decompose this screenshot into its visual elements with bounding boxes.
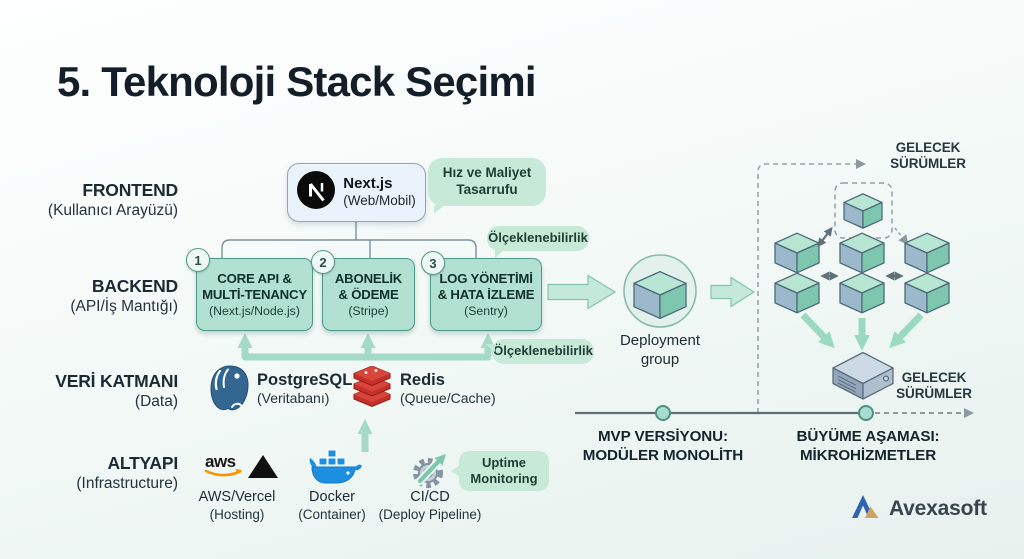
aws-vercel-icon: aws (203, 450, 281, 487)
frontend-node-nextjs: Next.js (Web/Mobil) (287, 163, 426, 222)
layer-label-backend: BACKEND (API/İş Mantığı) (70, 276, 178, 315)
cluster-to-server-arrows (800, 312, 924, 351)
frontend-node-title: Next.js (343, 175, 393, 193)
timeline (575, 405, 974, 421)
layer-label-frontend: FRONTEND (Kullanıcı Arayüzü) (47, 180, 178, 219)
future-releases-label-top: GELECEK SÜRÜMLER (890, 140, 966, 172)
timeline-label-growth: BÜYÜME AŞAMASI: MİKROHİZMETLER (796, 428, 940, 465)
future-server-box (832, 351, 894, 400)
frontend-backend-connector (221, 220, 477, 258)
cicd-gear-icon (408, 446, 456, 499)
timeline-label-mvp: MVP VERSİYONU: MODÜLER MONOLİTH (582, 428, 744, 465)
deployment-to-cluster-arrow (710, 276, 756, 308)
avexasoft-mark-icon (850, 492, 882, 525)
microservices-cluster (775, 194, 949, 313)
nextjs-logo-icon (297, 171, 336, 214)
brand-name: Avexasoft (889, 496, 987, 520)
aws-logo-text: aws (205, 452, 236, 471)
infra-node-cicd: CI/CD (Deploy Pipeline) (378, 489, 482, 522)
layer-label-infra: ALTYAPI (Infrastructure) (76, 453, 178, 492)
cluster-link-arrows (817, 226, 904, 281)
backend-node-core-api: CORE API & MULTİ-TENANCY (Next.js/Node.j… (196, 258, 313, 331)
layer-label-data: VERİ KATMANI (Data) (55, 371, 178, 410)
backend-node-2-number: 2 (311, 250, 335, 274)
vercel-triangle-icon (248, 455, 278, 478)
backend-node-billing: ABONELİK & ÖDEME (Stripe) (322, 258, 415, 331)
brand-logo: Avexasoft (850, 492, 987, 525)
future-releases-label-bottom: GELECEK SÜRÜMLER (896, 370, 972, 402)
infra-node-docker: Docker (Container) (298, 489, 366, 522)
postgresql-elephant-icon (208, 364, 252, 417)
future-service-cube (844, 194, 882, 228)
frontend-node-subtitle: (Web/Mobil) (343, 193, 416, 209)
backend-node-3-number: 3 (421, 251, 445, 275)
data-node-redis: Redis (Queue/Cache) (400, 371, 496, 407)
timeline-node-mvp (655, 405, 671, 421)
backend-node-logging: LOG YÖNETİMİ & HATA İZLEME (Sentry) (430, 258, 542, 331)
callout-cost-saving: Hız ve Maliyet Tasarrufu (428, 158, 546, 214)
future-dashed-guides (757, 159, 909, 413)
timeline-node-growth (858, 405, 874, 421)
redis-stack-icon (352, 365, 392, 415)
callout-scalability-bottom: Ölçeklenebilirlik (485, 339, 594, 364)
backend-to-deployment-arrow (547, 274, 617, 310)
callout-uptime-monitoring: Uptime Monitoring (451, 451, 549, 491)
callout-scalability-top: Ölçeklenebilirlik (487, 226, 589, 258)
page-title: 5. Teknoloji Stack Seçimi (57, 58, 537, 105)
backend-node-1-number: 1 (186, 248, 210, 272)
infra-node-aws-vercel: AWS/Vercel (Hosting) (198, 489, 276, 522)
data-to-backend-arrows (237, 333, 496, 361)
docker-whale-icon (306, 447, 362, 492)
deployment-group-label: Deployment group (619, 332, 701, 368)
data-node-postgresql: PostgreSQL (Veritabanı) (257, 371, 353, 407)
